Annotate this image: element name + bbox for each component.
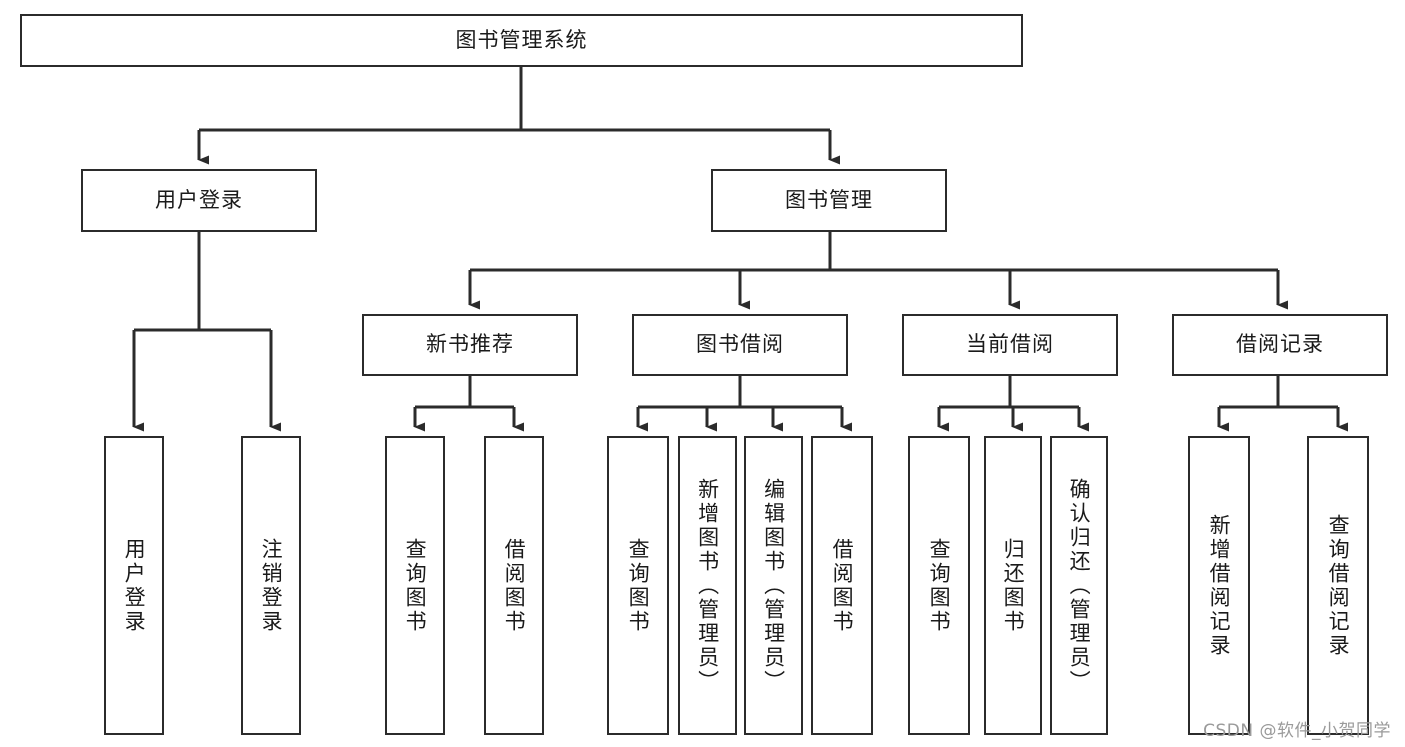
watermark-text: CSDN @软件_小贺同学 xyxy=(1203,721,1391,741)
leaf-cb-query-book-label: 查询图书 xyxy=(927,537,952,634)
node-book-manage-label: 图书管理 xyxy=(785,187,873,212)
node-root[interactable]: 图书管理系统 xyxy=(20,14,1023,67)
leaf-br-add-record[interactable]: 新增借阅记录 xyxy=(1188,436,1250,735)
node-current-borrow[interactable]: 当前借阅 xyxy=(902,314,1118,376)
leaf-bb-borrow-book-label: 借阅图书 xyxy=(830,537,855,634)
leaf-nb-query-book[interactable]: 查询图书 xyxy=(385,436,445,735)
node-borrow-record[interactable]: 借阅记录 xyxy=(1172,314,1388,376)
leaf-nb-borrow-book-label: 借阅图书 xyxy=(502,537,527,634)
node-current-borrow-label: 当前借阅 xyxy=(966,332,1054,357)
leaf-nb-query-book-label: 查询图书 xyxy=(403,537,428,634)
leaf-logout[interactable]: 注销登录 xyxy=(241,436,301,735)
leaf-br-query-record[interactable]: 查询借阅记录 xyxy=(1307,436,1369,735)
leaf-cb-query-book[interactable]: 查询图书 xyxy=(908,436,970,735)
leaf-br-query-record-label: 查询借阅记录 xyxy=(1326,513,1351,658)
leaf-bb-add-book-admin[interactable]: 新增图书（管理员） xyxy=(678,436,737,735)
leaf-bb-add-book-admin-label: 新增图书（管理员） xyxy=(695,477,720,694)
node-user-login[interactable]: 用户登录 xyxy=(81,169,317,232)
node-book-manage[interactable]: 图书管理 xyxy=(711,169,947,232)
leaf-br-add-record-label: 新增借阅记录 xyxy=(1207,513,1232,658)
leaf-bb-borrow-book[interactable]: 借阅图书 xyxy=(811,436,873,735)
node-new-book-recommend-label: 新书推荐 xyxy=(426,332,514,357)
leaf-bb-edit-book-admin-label: 编辑图书（管理员） xyxy=(761,477,786,694)
leaf-nb-borrow-book[interactable]: 借阅图书 xyxy=(484,436,544,735)
leaf-user-login[interactable]: 用户登录 xyxy=(104,436,164,735)
node-borrow-record-label: 借阅记录 xyxy=(1236,332,1324,357)
node-new-book-recommend[interactable]: 新书推荐 xyxy=(362,314,578,376)
leaf-bb-query-book-label: 查询图书 xyxy=(626,537,651,634)
leaf-bb-edit-book-admin[interactable]: 编辑图书（管理员） xyxy=(744,436,803,735)
node-user-login-label: 用户登录 xyxy=(155,187,243,212)
leaf-cb-return-book[interactable]: 归还图书 xyxy=(984,436,1042,735)
node-root-label: 图书管理系统 xyxy=(455,27,588,52)
leaf-cb-confirm-return-admin-label: 确认归还（管理员） xyxy=(1067,477,1092,694)
leaf-cb-confirm-return-admin[interactable]: 确认归还（管理员） xyxy=(1050,436,1108,735)
node-book-borrow-label: 图书借阅 xyxy=(696,332,784,357)
node-book-borrow[interactable]: 图书借阅 xyxy=(632,314,848,376)
leaf-bb-query-book[interactable]: 查询图书 xyxy=(607,436,669,735)
leaf-cb-return-book-label: 归还图书 xyxy=(1001,537,1026,634)
leaf-logout-label: 注销登录 xyxy=(259,537,284,634)
leaf-user-login-label: 用户登录 xyxy=(122,537,147,634)
